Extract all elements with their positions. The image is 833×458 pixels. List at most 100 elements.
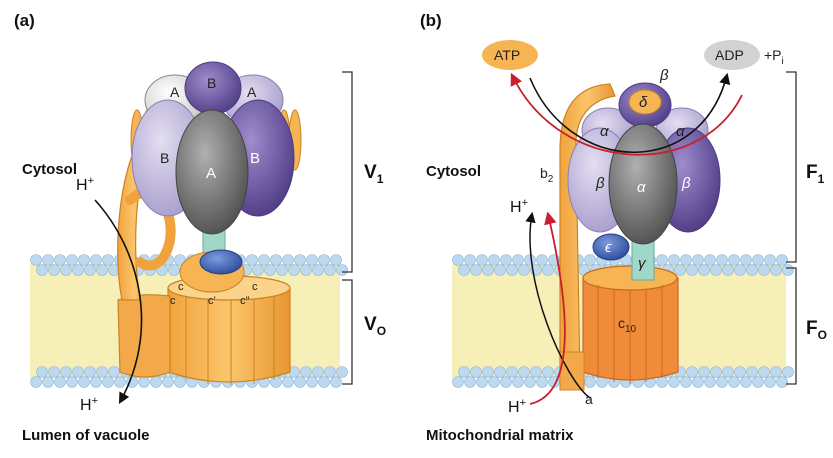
lipid-head — [692, 376, 704, 388]
lipid-head — [770, 366, 782, 378]
lipid-head — [584, 254, 596, 266]
lipid-head — [752, 376, 764, 388]
label-alpha-center: α — [637, 179, 646, 196]
proton-path-arrow-a — [94, 199, 143, 404]
lipid-head — [300, 366, 312, 378]
lipid-head — [300, 264, 312, 276]
lumen-label: Lumen of vacuole — [22, 427, 150, 444]
label-b-top-center: B — [207, 75, 216, 91]
lipid-head — [698, 264, 710, 276]
lipid-head — [734, 264, 746, 276]
lipid-head — [506, 366, 518, 378]
lipid-head — [458, 366, 470, 378]
lipid-head — [464, 254, 476, 266]
bracket-vo — [342, 279, 353, 385]
lipid-head — [168, 264, 180, 276]
lipid-head — [36, 366, 48, 378]
label-c-1: c — [178, 281, 184, 293]
lipid-head — [518, 366, 530, 378]
lipid-head — [312, 366, 324, 378]
lipid-head — [138, 376, 150, 388]
proton-top-a: H+ — [76, 175, 94, 194]
lipid-head — [54, 376, 66, 388]
lipid-head — [782, 366, 794, 378]
lipid-head — [72, 366, 84, 378]
lipid-head — [336, 264, 348, 276]
lipid-head — [674, 264, 686, 276]
lipid-head — [758, 264, 770, 276]
lipid-head — [252, 264, 264, 276]
lipid-head — [476, 376, 488, 388]
lipid-head — [722, 264, 734, 276]
label-alpha-right: α — [676, 123, 685, 140]
lipid-head — [542, 264, 554, 276]
label-b-left: B — [160, 150, 169, 166]
lipid-head — [746, 366, 758, 378]
lipid-head — [330, 254, 342, 266]
lipid-head — [246, 254, 258, 266]
lipid-head — [150, 376, 162, 388]
label-c10: c10 — [618, 315, 637, 335]
lipid-head — [96, 366, 108, 378]
lipid-head — [330, 376, 342, 388]
lipid-head — [776, 376, 788, 388]
lipid-head — [668, 376, 680, 388]
lipid-head — [704, 376, 716, 388]
lipid-head — [494, 264, 506, 276]
subunit-a-b — [559, 351, 585, 391]
lipid-head — [506, 264, 518, 276]
label-c-prime: c′ — [208, 295, 216, 307]
lipid-head — [698, 366, 710, 378]
atp-bubble — [482, 40, 538, 70]
lipid-head — [48, 366, 60, 378]
lipid-head — [78, 254, 90, 266]
lipid-head — [324, 366, 336, 378]
lipid-head — [470, 366, 482, 378]
lipid-head — [78, 376, 90, 388]
lipid-head — [710, 264, 722, 276]
fo-label: FO — [806, 318, 827, 342]
label-a-top-right: A — [247, 84, 257, 100]
lipid-head — [764, 254, 776, 266]
lipid-head — [66, 254, 78, 266]
label-delta: δ — [639, 94, 648, 111]
lipid-head — [710, 366, 722, 378]
proton-path-arrow-b-red — [529, 211, 566, 405]
panel-b: (b) β α δ α β α β γ ϵ — [420, 11, 827, 444]
lipid-head — [42, 376, 54, 388]
lipid-head — [542, 366, 554, 378]
lipid-head — [306, 376, 318, 388]
lipid-head — [512, 254, 524, 266]
lipid-head — [482, 366, 494, 378]
lipid-head — [96, 264, 108, 276]
bracket-f1 — [786, 71, 797, 263]
lipid-head — [692, 254, 704, 266]
lipid-head — [264, 264, 276, 276]
lipid-head — [452, 376, 464, 388]
lipid-head — [488, 376, 500, 388]
lipid-head — [536, 254, 548, 266]
lipid-head — [530, 366, 542, 378]
label-c-dprime: c″ — [240, 295, 250, 307]
lipid-head — [258, 254, 270, 266]
lipid-head — [42, 254, 54, 266]
lipid-head — [686, 264, 698, 276]
lipid-head — [746, 264, 758, 276]
label-c-2: c — [170, 295, 176, 307]
v1-blue-subunit — [199, 249, 243, 275]
panel-b-label: (b) — [420, 11, 442, 30]
lipid-head — [174, 254, 186, 266]
lipid-head — [482, 264, 494, 276]
lipid-head — [758, 366, 770, 378]
label-b-right: B — [250, 150, 260, 167]
lipid-head — [282, 376, 294, 388]
lipid-head — [740, 376, 752, 388]
label-gamma: γ — [638, 255, 647, 272]
lipid-head — [324, 264, 336, 276]
lipid-head — [318, 254, 330, 266]
lipid-head — [500, 254, 512, 266]
lipid-head — [84, 366, 96, 378]
epsilon-subunit — [592, 233, 630, 261]
vo-label: VO — [364, 314, 386, 338]
lipid-head — [270, 376, 282, 388]
